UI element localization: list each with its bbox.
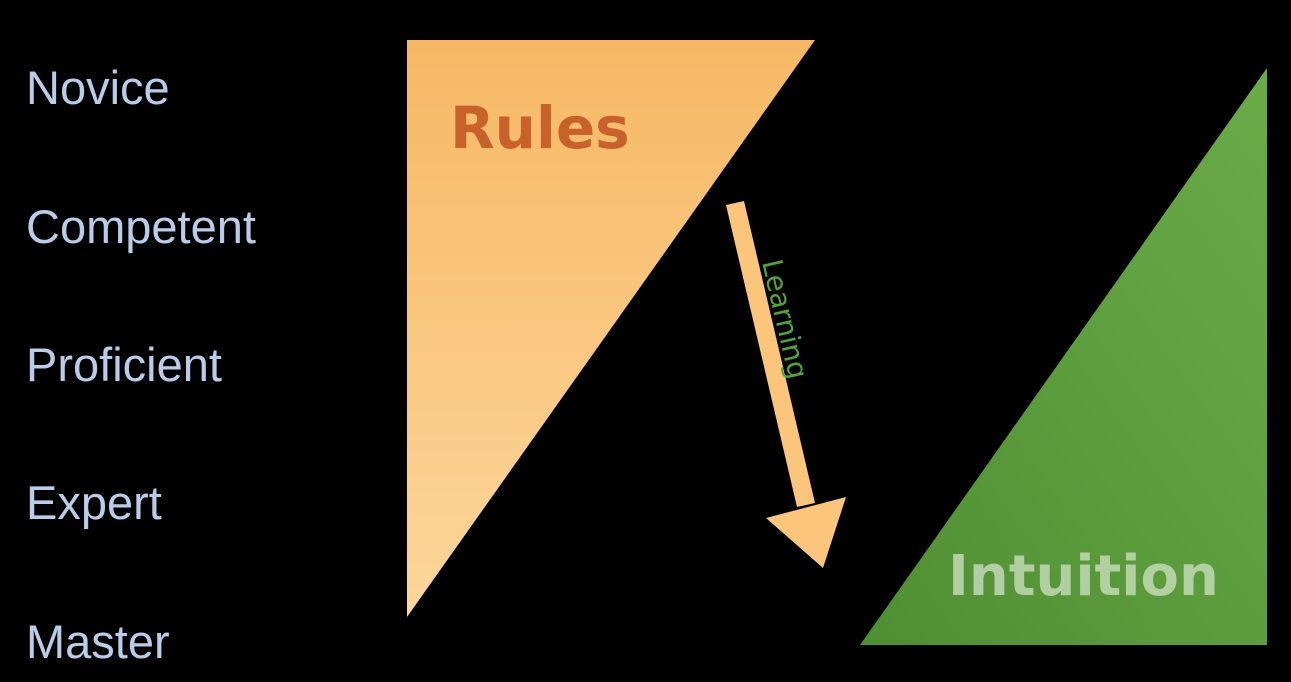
arrow-shaft	[726, 201, 815, 507]
intuition-triangle	[860, 68, 1267, 645]
level-proficient: Proficient	[26, 338, 222, 391]
level-competent: Competent	[26, 200, 256, 253]
level-master: Master	[26, 615, 170, 668]
intuition-label: Intuition	[948, 544, 1219, 609]
arrow-head	[766, 497, 846, 568]
learning-arrow	[726, 201, 846, 568]
level-novice: Novice	[26, 61, 170, 114]
level-expert: Expert	[26, 476, 162, 529]
rules-triangle	[407, 40, 815, 617]
rules-label: Rules	[450, 94, 630, 162]
